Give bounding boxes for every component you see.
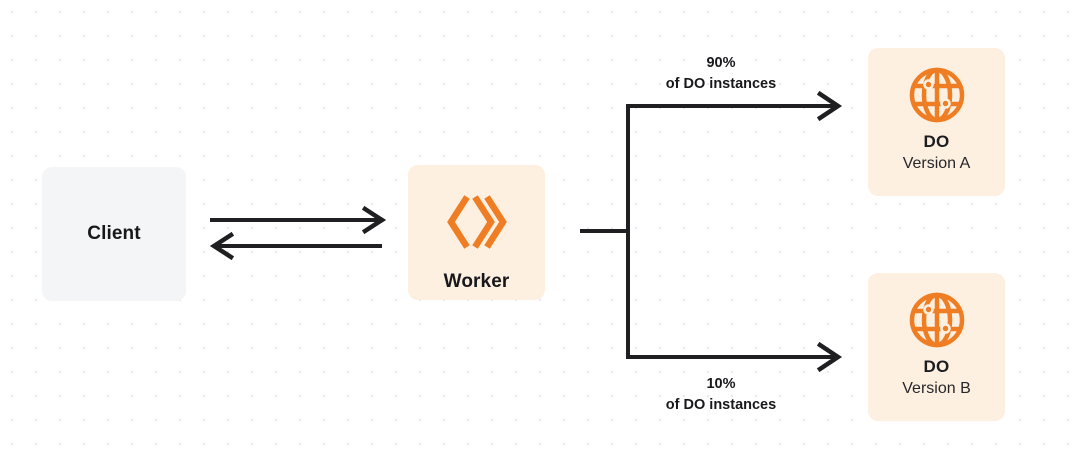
arrow-worker-to-client [209,231,382,261]
edge-label-do-b-line1: 10% [706,376,736,392]
node-do-version-a[interactable]: DO Version A [868,48,1005,196]
edge-label-do-a-line2: of DO instances [665,76,777,93]
node-do-a-sublabel: Version A [902,154,971,172]
arrow-client-to-worker [210,205,387,235]
edge-label-do-a: 90% of DO instances [625,53,817,95]
node-client-label: Client [87,222,141,244]
globe-icon [908,66,966,124]
node-do-b-label: DO [923,357,950,376]
node-do-a-label: DO [923,132,950,151]
node-worker[interactable]: Worker [408,165,545,300]
arrow-worker-to-do-b [626,341,843,373]
globe-icon [908,291,966,349]
edge-label-do-b: 10% of DO instances [625,374,817,416]
node-do-version-b[interactable]: DO Version B [868,273,1005,421]
edge-branch-vertical [626,104,630,359]
edge-worker-branch-stub [580,229,630,233]
cloudflare-workers-icon [445,191,509,253]
node-client[interactable]: Client [42,167,186,301]
edge-label-do-a-line1: 90% [706,55,736,71]
arrow-worker-to-do-a [626,90,843,122]
node-do-b-sublabel: Version B [902,379,971,397]
edge-label-do-b-line2: of DO instances [665,397,777,414]
node-worker-label: Worker [443,271,510,292]
